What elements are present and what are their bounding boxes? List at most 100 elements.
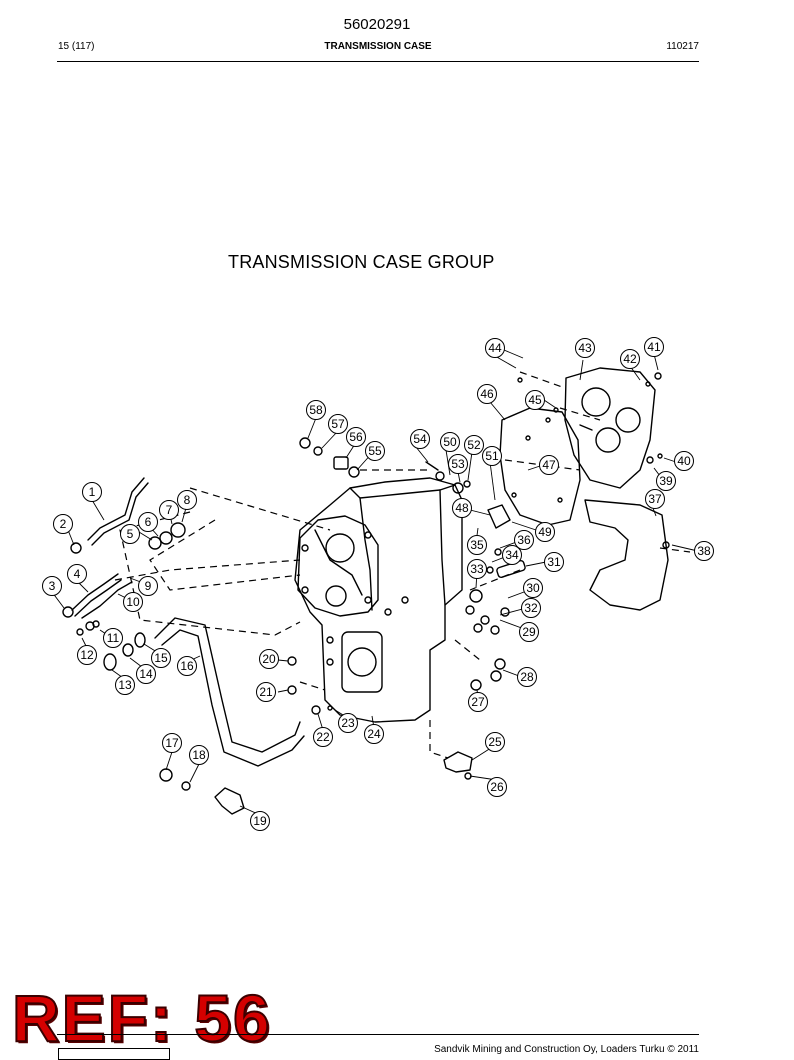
callout-33: 33 (467, 559, 487, 579)
callout-17: 17 (162, 733, 182, 753)
callout-1: 1 (82, 482, 102, 502)
callout-19: 19 (250, 811, 270, 831)
callout-26: 26 (487, 777, 507, 797)
callout-circle (464, 435, 484, 455)
callout-number: 30 (526, 581, 540, 595)
callout-40: 40 (674, 451, 694, 471)
callout-number: 29 (522, 625, 536, 639)
callout-circle (440, 432, 460, 452)
case-body-outline (294, 477, 463, 723)
callout-36: 36 (514, 530, 534, 550)
callout-23: 23 (338, 713, 358, 733)
callout-number: 58 (309, 403, 323, 417)
callout-number: 31 (547, 555, 561, 569)
callout-51: 51 (482, 446, 502, 466)
callout-circle (485, 338, 505, 358)
callout-circle (644, 337, 664, 357)
callout-46: 46 (477, 384, 497, 404)
callout-10: 10 (123, 592, 143, 612)
callout-15: 15 (151, 648, 171, 668)
callout-number: 6 (145, 515, 152, 529)
callout-circle (189, 745, 209, 765)
callout-16: 16 (177, 656, 197, 676)
callout-30: 30 (523, 578, 543, 598)
callout-circle (620, 349, 640, 369)
header-rule (57, 61, 699, 62)
pipe-4 (71, 573, 119, 611)
callout-number: 24 (367, 727, 381, 741)
callout-number: 15 (154, 651, 168, 665)
callout-circle (42, 576, 62, 596)
callout-number: 16 (180, 659, 194, 673)
callout-number: 32 (524, 601, 538, 615)
callout-number: 33 (470, 562, 484, 576)
callout-circle (162, 733, 182, 753)
callout-number: 2 (60, 517, 67, 531)
callout-number: 22 (316, 730, 330, 744)
callout-number: 8 (184, 493, 191, 507)
clamp-19 (214, 787, 245, 815)
callout-circle (256, 682, 276, 702)
callout-number: 10 (126, 595, 140, 609)
callout-20: 20 (259, 649, 279, 669)
callout-circle (123, 592, 143, 612)
callout-number: 39 (659, 474, 673, 488)
callout-circle (138, 512, 158, 532)
callout-58: 58 (306, 400, 326, 420)
callout-5: 5 (120, 524, 140, 544)
callout-number: 23 (341, 716, 355, 730)
callout-circle (487, 777, 507, 797)
callout-number: 49 (538, 525, 552, 539)
callout-circle (67, 564, 87, 584)
callout-47: 47 (539, 455, 559, 475)
callout-18: 18 (189, 745, 209, 765)
callout-circle (82, 482, 102, 502)
callout-circle (120, 524, 140, 544)
callout-circle (468, 692, 488, 712)
callout-circle (539, 455, 559, 475)
callout-circle (467, 535, 487, 555)
callout-3: 3 (42, 576, 62, 596)
callout-circle (448, 454, 468, 474)
callout-number: 4 (74, 567, 81, 581)
callout-34: 34 (502, 545, 522, 565)
callout-54: 54 (410, 429, 430, 449)
callout-circle (77, 645, 97, 665)
callout-number: 14 (139, 667, 153, 681)
callout-number: 18 (192, 748, 206, 762)
callout-6: 6 (138, 512, 158, 532)
callout-circle (364, 724, 384, 744)
callout-48: 48 (452, 498, 472, 518)
callout-number: 11 (107, 631, 120, 645)
callout-circle (477, 384, 497, 404)
callout-number: 19 (253, 814, 267, 828)
callout-circle (502, 545, 522, 565)
callout-number: 20 (262, 652, 276, 666)
callout-number: 47 (542, 458, 556, 472)
footer-copyright: Sandvik Mining and Construction Oy, Load… (434, 1044, 699, 1055)
callout-8: 8 (177, 490, 197, 510)
callout-42: 42 (620, 349, 640, 369)
callout-number: 41 (647, 340, 661, 354)
callout-number: 43 (578, 341, 592, 355)
gasket (499, 407, 581, 526)
callout-number: 26 (490, 780, 504, 794)
callout-circle (517, 667, 537, 687)
callout-number: 36 (517, 533, 531, 547)
callout-number: 7 (166, 503, 173, 517)
callout-circle (519, 622, 539, 642)
callout-number: 42 (623, 352, 637, 366)
callout-circle (159, 500, 179, 520)
callout-38: 38 (694, 541, 714, 561)
callout-circle (328, 414, 348, 434)
callout-9: 9 (138, 576, 158, 596)
callout-49: 49 (535, 522, 555, 542)
callout-circle (103, 628, 123, 648)
callout-57: 57 (328, 414, 348, 434)
callout-number: 53 (451, 457, 465, 471)
callout-circle (177, 490, 197, 510)
ref-stamp: REF: 56 (11, 981, 272, 1055)
callout-number: 25 (488, 735, 502, 749)
callout-circle (544, 552, 564, 572)
page-label: 15 (117) (58, 41, 95, 52)
